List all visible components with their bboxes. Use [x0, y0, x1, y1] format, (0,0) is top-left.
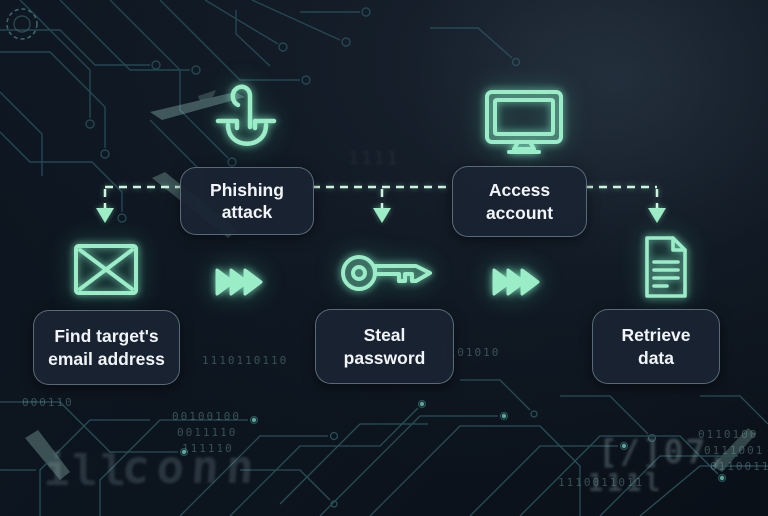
- arrowhead-middle: [373, 208, 391, 223]
- arrowhead-left: [96, 208, 114, 223]
- binary-text: 0111001: [704, 444, 765, 457]
- steal-password-box: Steal password: [315, 309, 454, 384]
- retrieve-data-box: Retrieve data: [592, 309, 720, 384]
- binary-text: 1110110110: [202, 354, 289, 367]
- monitor-icon: [485, 90, 563, 154]
- decor-glyph-07: [/]07,: [598, 432, 730, 471]
- steal-password-label-line2: password: [343, 347, 426, 368]
- hook-icon: [215, 84, 277, 146]
- binary-text: 1101010: [440, 346, 501, 359]
- find-target-email-label-line1: Find target's: [54, 326, 159, 347]
- retrieve-data-label-line2: data: [638, 347, 674, 368]
- circuit-traces-bottom: [0, 379, 768, 516]
- triple-chevron-icon: [492, 268, 540, 296]
- decor-glyph-111: 111l: [588, 468, 665, 497]
- envelope-icon: [74, 244, 138, 295]
- decor-glyph-ill: ill: [44, 446, 129, 495]
- access-account-box: Access account: [452, 166, 587, 237]
- circuit-traces-top-left: [0, 0, 521, 223]
- document-icon: [645, 236, 687, 298]
- access-account-label-line2: account: [485, 202, 554, 223]
- binary-text: 1110011011: [558, 476, 645, 489]
- binary-text: 0011110: [177, 426, 238, 439]
- phishing-attack-label-line2: attack: [221, 202, 273, 222]
- find-target-email-label-line2: email address: [48, 348, 165, 369]
- find-target-email-box: Find target's email address: [33, 310, 180, 385]
- triple-chevron-icon: [215, 268, 263, 296]
- phishing-attack-label-line1: Phishing: [210, 179, 284, 200]
- steal-password-label-line1: Steal: [363, 325, 406, 346]
- binary-text: 111110: [182, 442, 234, 455]
- binary-text: 000110: [22, 396, 74, 409]
- down-arrowheads: [96, 208, 666, 223]
- glow-dots: [181, 401, 725, 481]
- binary-text: 00100100: [172, 410, 241, 423]
- arrowhead-right: [648, 208, 666, 223]
- binary-text: 0110100: [698, 428, 759, 441]
- circuit-emblem: [6, 8, 38, 40]
- key-icon: [341, 255, 432, 291]
- decor-glyph-faint: 1111: [348, 148, 400, 169]
- phishing-attack-box: Phishing attack: [180, 167, 314, 235]
- retrieve-data-label-line1: Retrieve: [621, 325, 691, 346]
- access-account-label-line1: Access: [488, 180, 551, 201]
